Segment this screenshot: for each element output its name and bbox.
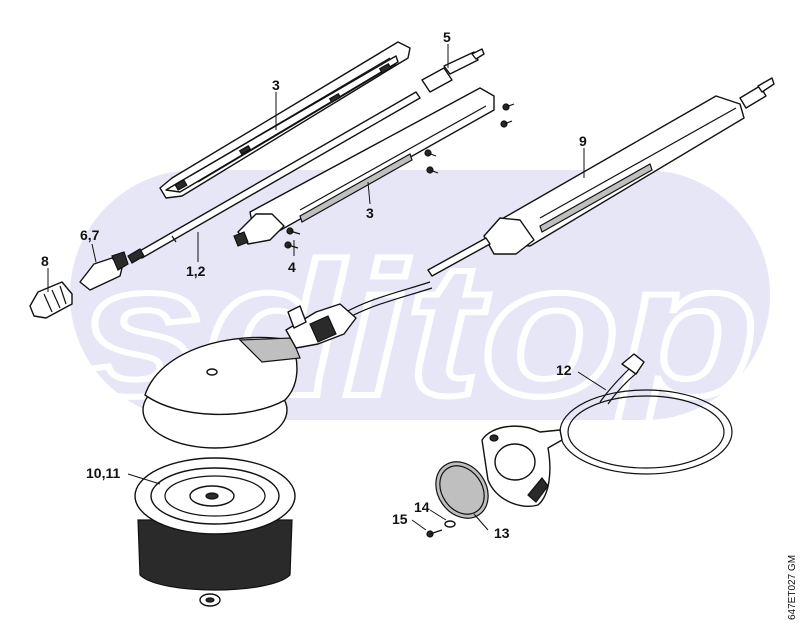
part-14-washer (444, 520, 456, 528)
screw (426, 166, 439, 174)
callout-labels: 3 5 9 6,7 8 1,2 4 3 12 10,11 14 15 13 (41, 29, 587, 541)
label-10-11: 10,11 (86, 465, 120, 481)
screw (284, 241, 299, 249)
part-9-assembled-lance (427, 77, 775, 277)
label-1-2: 1,2 (186, 263, 206, 279)
label-13: 13 (494, 525, 510, 541)
part-10-11-brush (134, 457, 296, 607)
label-9: 9 (579, 133, 587, 149)
part-3-handle-bracket (159, 41, 411, 199)
label-6-7: 6,7 (80, 227, 100, 243)
label-3-top: 3 (272, 77, 280, 93)
screw (424, 149, 437, 157)
label-12: 12 (556, 362, 572, 378)
part-3-lance-tube (233, 87, 495, 247)
rotary-brush-head (142, 281, 433, 449)
label-5: 5 (443, 29, 451, 45)
part-4-screws-upper (424, 103, 515, 174)
part-13-filter-screen (435, 461, 489, 519)
label-15: 15 (392, 511, 408, 527)
label-8: 8 (41, 253, 49, 269)
part-5-coupling (421, 48, 485, 93)
screw (500, 120, 513, 128)
part-15-screw (426, 529, 443, 538)
screw (286, 227, 301, 235)
part-4-screws-lower (284, 227, 301, 249)
leader-lines (47, 44, 607, 531)
label-14: 14 (414, 499, 430, 515)
part-13-suction-housing (481, 425, 563, 507)
part-1-2-lance-rod (127, 91, 421, 264)
screw (502, 103, 515, 111)
label-4: 4 (288, 259, 296, 275)
drawing-code: 647ET027 GM (787, 555, 798, 620)
part-6-7-nozzle (79, 251, 129, 291)
part-8-cap (29, 281, 73, 319)
label-3-mid: 3 (366, 205, 374, 221)
